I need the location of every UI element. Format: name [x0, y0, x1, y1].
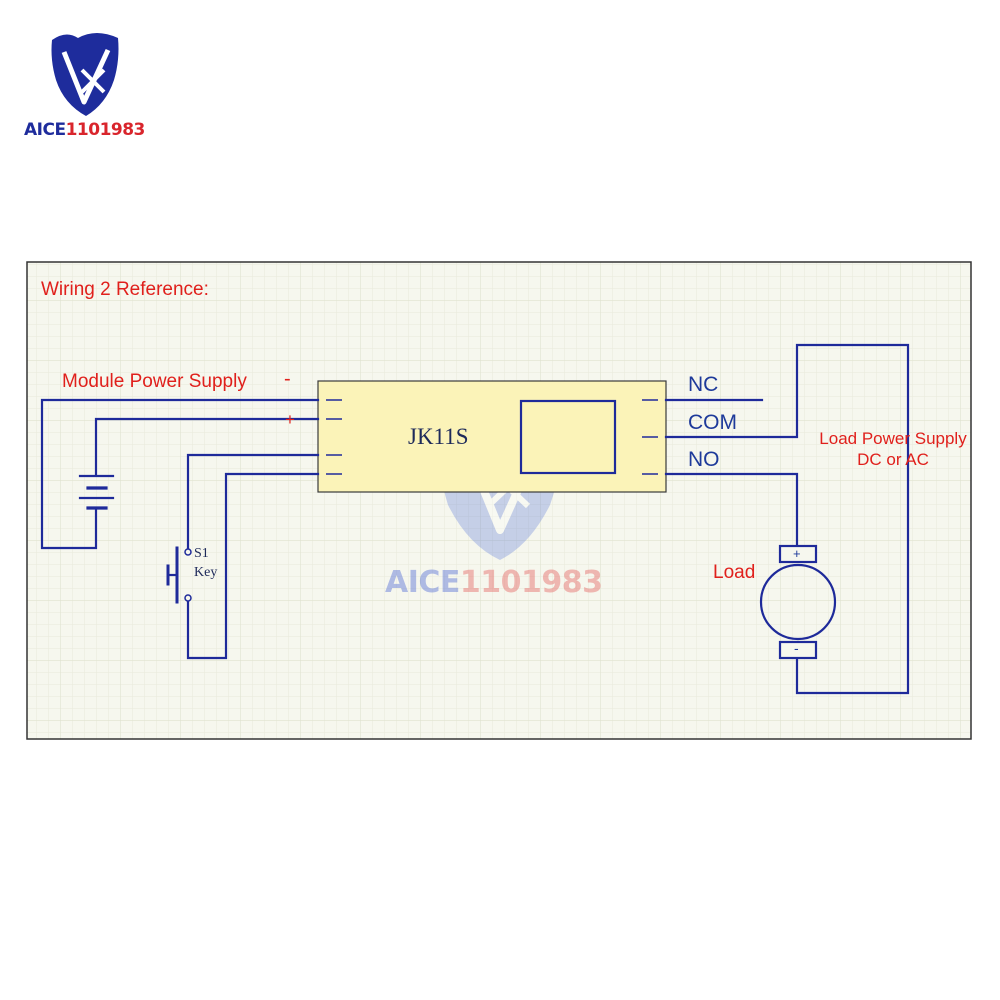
wire-switch-bottom: [186, 472, 320, 660]
wire-com-supply: [664, 343, 910, 695]
terminal-com-label: COM: [688, 411, 737, 434]
load-supply-line1: Load Power Supply: [819, 429, 967, 448]
diagram-title: Wiring 2 Reference:: [41, 279, 209, 300]
jk11s-module: [317, 380, 667, 493]
wire-switch-top: [186, 453, 320, 550]
wire-no-load: [664, 472, 799, 548]
load-label: Load: [713, 562, 756, 583]
module-power-label: Module Power Supply: [62, 371, 247, 392]
brand-name-part2: 1101983: [65, 120, 146, 140]
wire-module-plus: [94, 417, 320, 476]
terminal-no-label: NO: [688, 448, 720, 471]
watermark-part2: 1101983: [459, 565, 603, 600]
motor-plus-label: +: [793, 546, 801, 561]
module-minus-sign: -: [284, 368, 291, 390]
terminal-nc-label: NC: [688, 373, 719, 396]
switch-ref-label: S1: [194, 546, 209, 561]
load-supply-line2: DC or AC: [857, 450, 929, 469]
shield-logo-icon: [51, 33, 119, 116]
watermark-part1: AICE: [385, 565, 460, 600]
brand-name: AICE1101983: [24, 120, 145, 140]
motor-minus-label: -: [794, 640, 799, 656]
module-plus-sign: +: [285, 410, 295, 429]
load-supply-label: Load Power Supply DC or AC: [816, 428, 970, 470]
relay-window: [519, 399, 617, 475]
wire-module-minus: [40, 398, 320, 550]
brand-name-part1: AICE: [24, 120, 66, 140]
motor-load: [759, 563, 837, 641]
watermark-brand-text: AICE1101983: [385, 565, 603, 600]
switch-name-label: Key: [194, 565, 218, 580]
module-name: JK11S: [408, 424, 469, 449]
